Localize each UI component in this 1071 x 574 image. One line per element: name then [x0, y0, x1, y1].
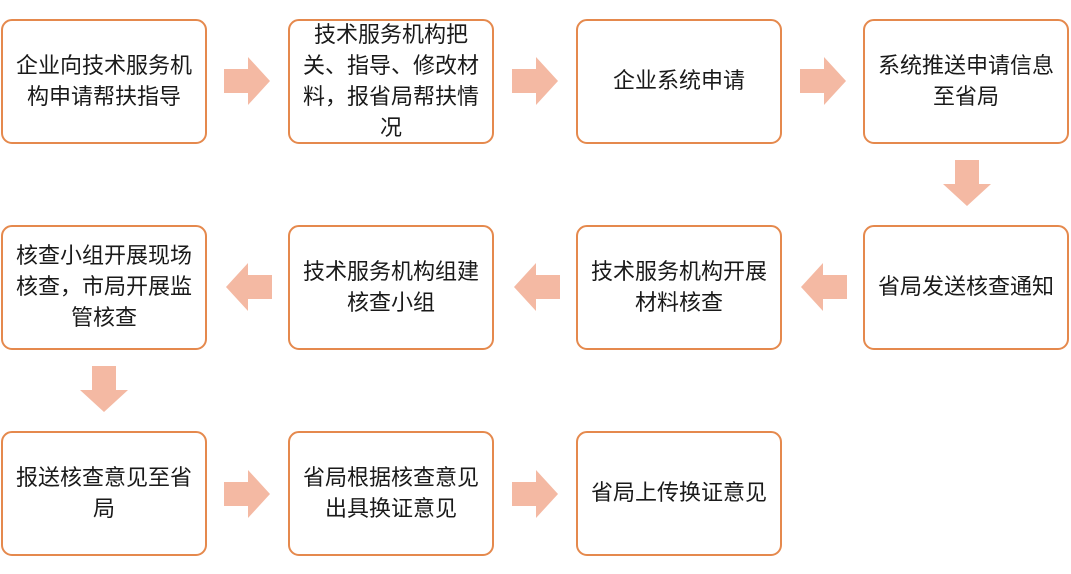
- step-label: 系统推送申请信息至省局: [877, 53, 1054, 110]
- arrow-right-icon: [512, 470, 558, 518]
- step-review-and-report: 技术服务机构把关、指导、修改材料，报省局帮扶情况: [288, 19, 494, 144]
- arrow-left-icon: [514, 263, 560, 311]
- arrow-down-icon: [80, 366, 128, 412]
- step-send-verification-notice: 省局发送核查通知: [863, 225, 1069, 350]
- arrow-down-icon: [943, 160, 991, 206]
- arrow-left-icon: [226, 263, 272, 311]
- step-label: 技术服务机构组建核查小组: [302, 259, 479, 316]
- step-form-verification-team: 技术服务机构组建核查小组: [288, 225, 494, 350]
- step-issue-renewal-opinion: 省局根据核查意见出具换证意见: [288, 431, 494, 556]
- step-apply-for-guidance: 企业向技术服务机构申请帮扶指导: [1, 19, 207, 144]
- step-label: 企业向技术服务机构申请帮扶指导: [15, 53, 192, 110]
- arrow-right-icon: [800, 57, 846, 105]
- step-label: 企业系统申请: [612, 69, 745, 94]
- step-push-to-provincial-bureau: 系统推送申请信息至省局: [863, 19, 1069, 144]
- arrow-right-icon: [512, 57, 558, 105]
- step-label: 省局根据核查意见出具换证意见: [302, 465, 479, 522]
- step-onsite-verification: 核查小组开展现场核查，市局开展监管核查: [1, 225, 207, 350]
- step-label: 省局上传换证意见: [590, 481, 767, 506]
- arrow-left-icon: [801, 263, 847, 311]
- step-submit-verification-opinion: 报送核查意见至省局: [1, 431, 207, 556]
- arrow-right-icon: [224, 470, 270, 518]
- step-upload-renewal-opinion: 省局上传换证意见: [576, 431, 782, 556]
- step-label: 报送核查意见至省局: [15, 465, 192, 522]
- step-label: 省局发送核查通知: [877, 275, 1054, 300]
- arrow-right-icon: [224, 57, 270, 105]
- step-label: 技术服务机构把关、指导、修改材料，报省局帮扶情况: [302, 22, 479, 141]
- step-label: 核查小组开展现场核查，市局开展监管核查: [15, 244, 192, 331]
- step-system-application: 企业系统申请: [576, 19, 782, 144]
- step-material-verification: 技术服务机构开展材料核查: [576, 225, 782, 350]
- step-label: 技术服务机构开展材料核查: [590, 259, 767, 316]
